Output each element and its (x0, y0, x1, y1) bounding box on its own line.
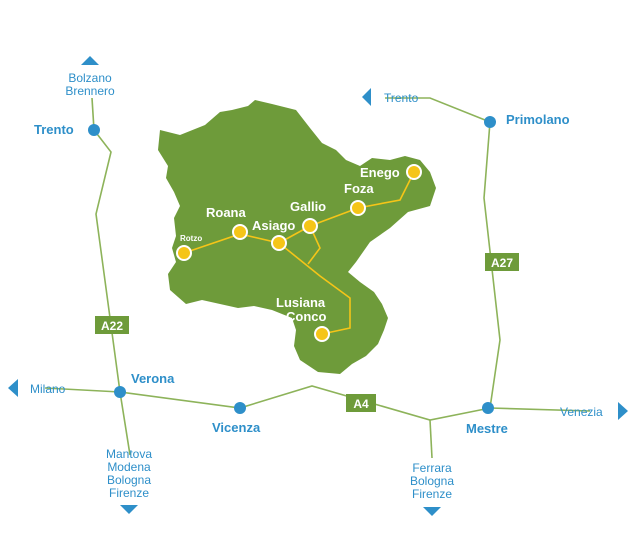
arrow-up-icon (81, 56, 99, 65)
primolano-label: Primolano (506, 112, 570, 127)
road-a22 (93, 129, 131, 456)
a22-badge: A22 (95, 316, 129, 334)
firenze-label-left: Firenze (109, 486, 149, 500)
modena-label: Modena (107, 460, 151, 474)
bologna-label-right: Bologna (410, 474, 454, 488)
roana-dot (232, 224, 248, 240)
asiago-dot (271, 235, 287, 251)
town-dots (176, 164, 422, 342)
lusiana-label: Lusiana (276, 295, 326, 310)
verona-dot (114, 386, 126, 398)
trento-dot (88, 124, 100, 136)
trento-direction-label: Trento (384, 91, 419, 105)
rotzo-label: Rotzo (180, 234, 202, 243)
venezia-label: Venezia (560, 405, 603, 419)
firenze-label-right: Firenze (412, 487, 452, 501)
enego-dot (406, 164, 422, 180)
road-gallio-link (307, 225, 321, 265)
road-a4 (44, 385, 591, 421)
milano-label: Milano (30, 382, 66, 396)
road-asiago-conco (278, 242, 351, 335)
asiago-plateau-region (158, 100, 436, 374)
vicenza-dot (234, 402, 246, 414)
mestre-dot (482, 402, 494, 414)
arrow-down-left-icon (120, 505, 138, 514)
enego-label: Enego (360, 165, 400, 180)
arrow-left-trento-icon (362, 88, 371, 106)
foza-label: Foza (344, 181, 374, 196)
brennero-label: Brennero (65, 84, 115, 98)
gallio-dot (302, 218, 318, 234)
conco-label: Conco (286, 309, 327, 324)
bologna-label-left: Bologna (107, 473, 151, 487)
trento-label: Trento (34, 122, 74, 137)
roana-label: Roana (206, 205, 247, 220)
road-ferrara (429, 419, 433, 459)
arrow-down-right-icon (423, 507, 441, 516)
svg-text:A27: A27 (491, 256, 513, 270)
svg-text:A22: A22 (101, 319, 123, 333)
rotzo-dot (176, 245, 192, 261)
svg-text:A4: A4 (353, 397, 369, 411)
asiago-label: Asiago (252, 218, 295, 233)
bolzano-label: Bolzano (68, 71, 112, 85)
arrow-right-venezia-icon (618, 402, 628, 420)
foza-dot (350, 200, 366, 216)
road-trento-primolano (385, 97, 491, 123)
vicenza-label: Vicenza (212, 420, 261, 435)
mestre-label: Mestre (466, 421, 508, 436)
mantova-label: Mantova (106, 447, 152, 461)
primolano-dot (484, 116, 496, 128)
a27-badge: A27 (485, 253, 519, 271)
arrow-left-milano-icon (8, 379, 18, 397)
ferrara-label: Ferrara (412, 461, 452, 475)
lusiana-conco-dot (314, 326, 330, 342)
verona-label: Verona (131, 371, 175, 386)
gallio-label: Gallio (290, 199, 326, 214)
a4-badge: A4 (346, 394, 376, 412)
